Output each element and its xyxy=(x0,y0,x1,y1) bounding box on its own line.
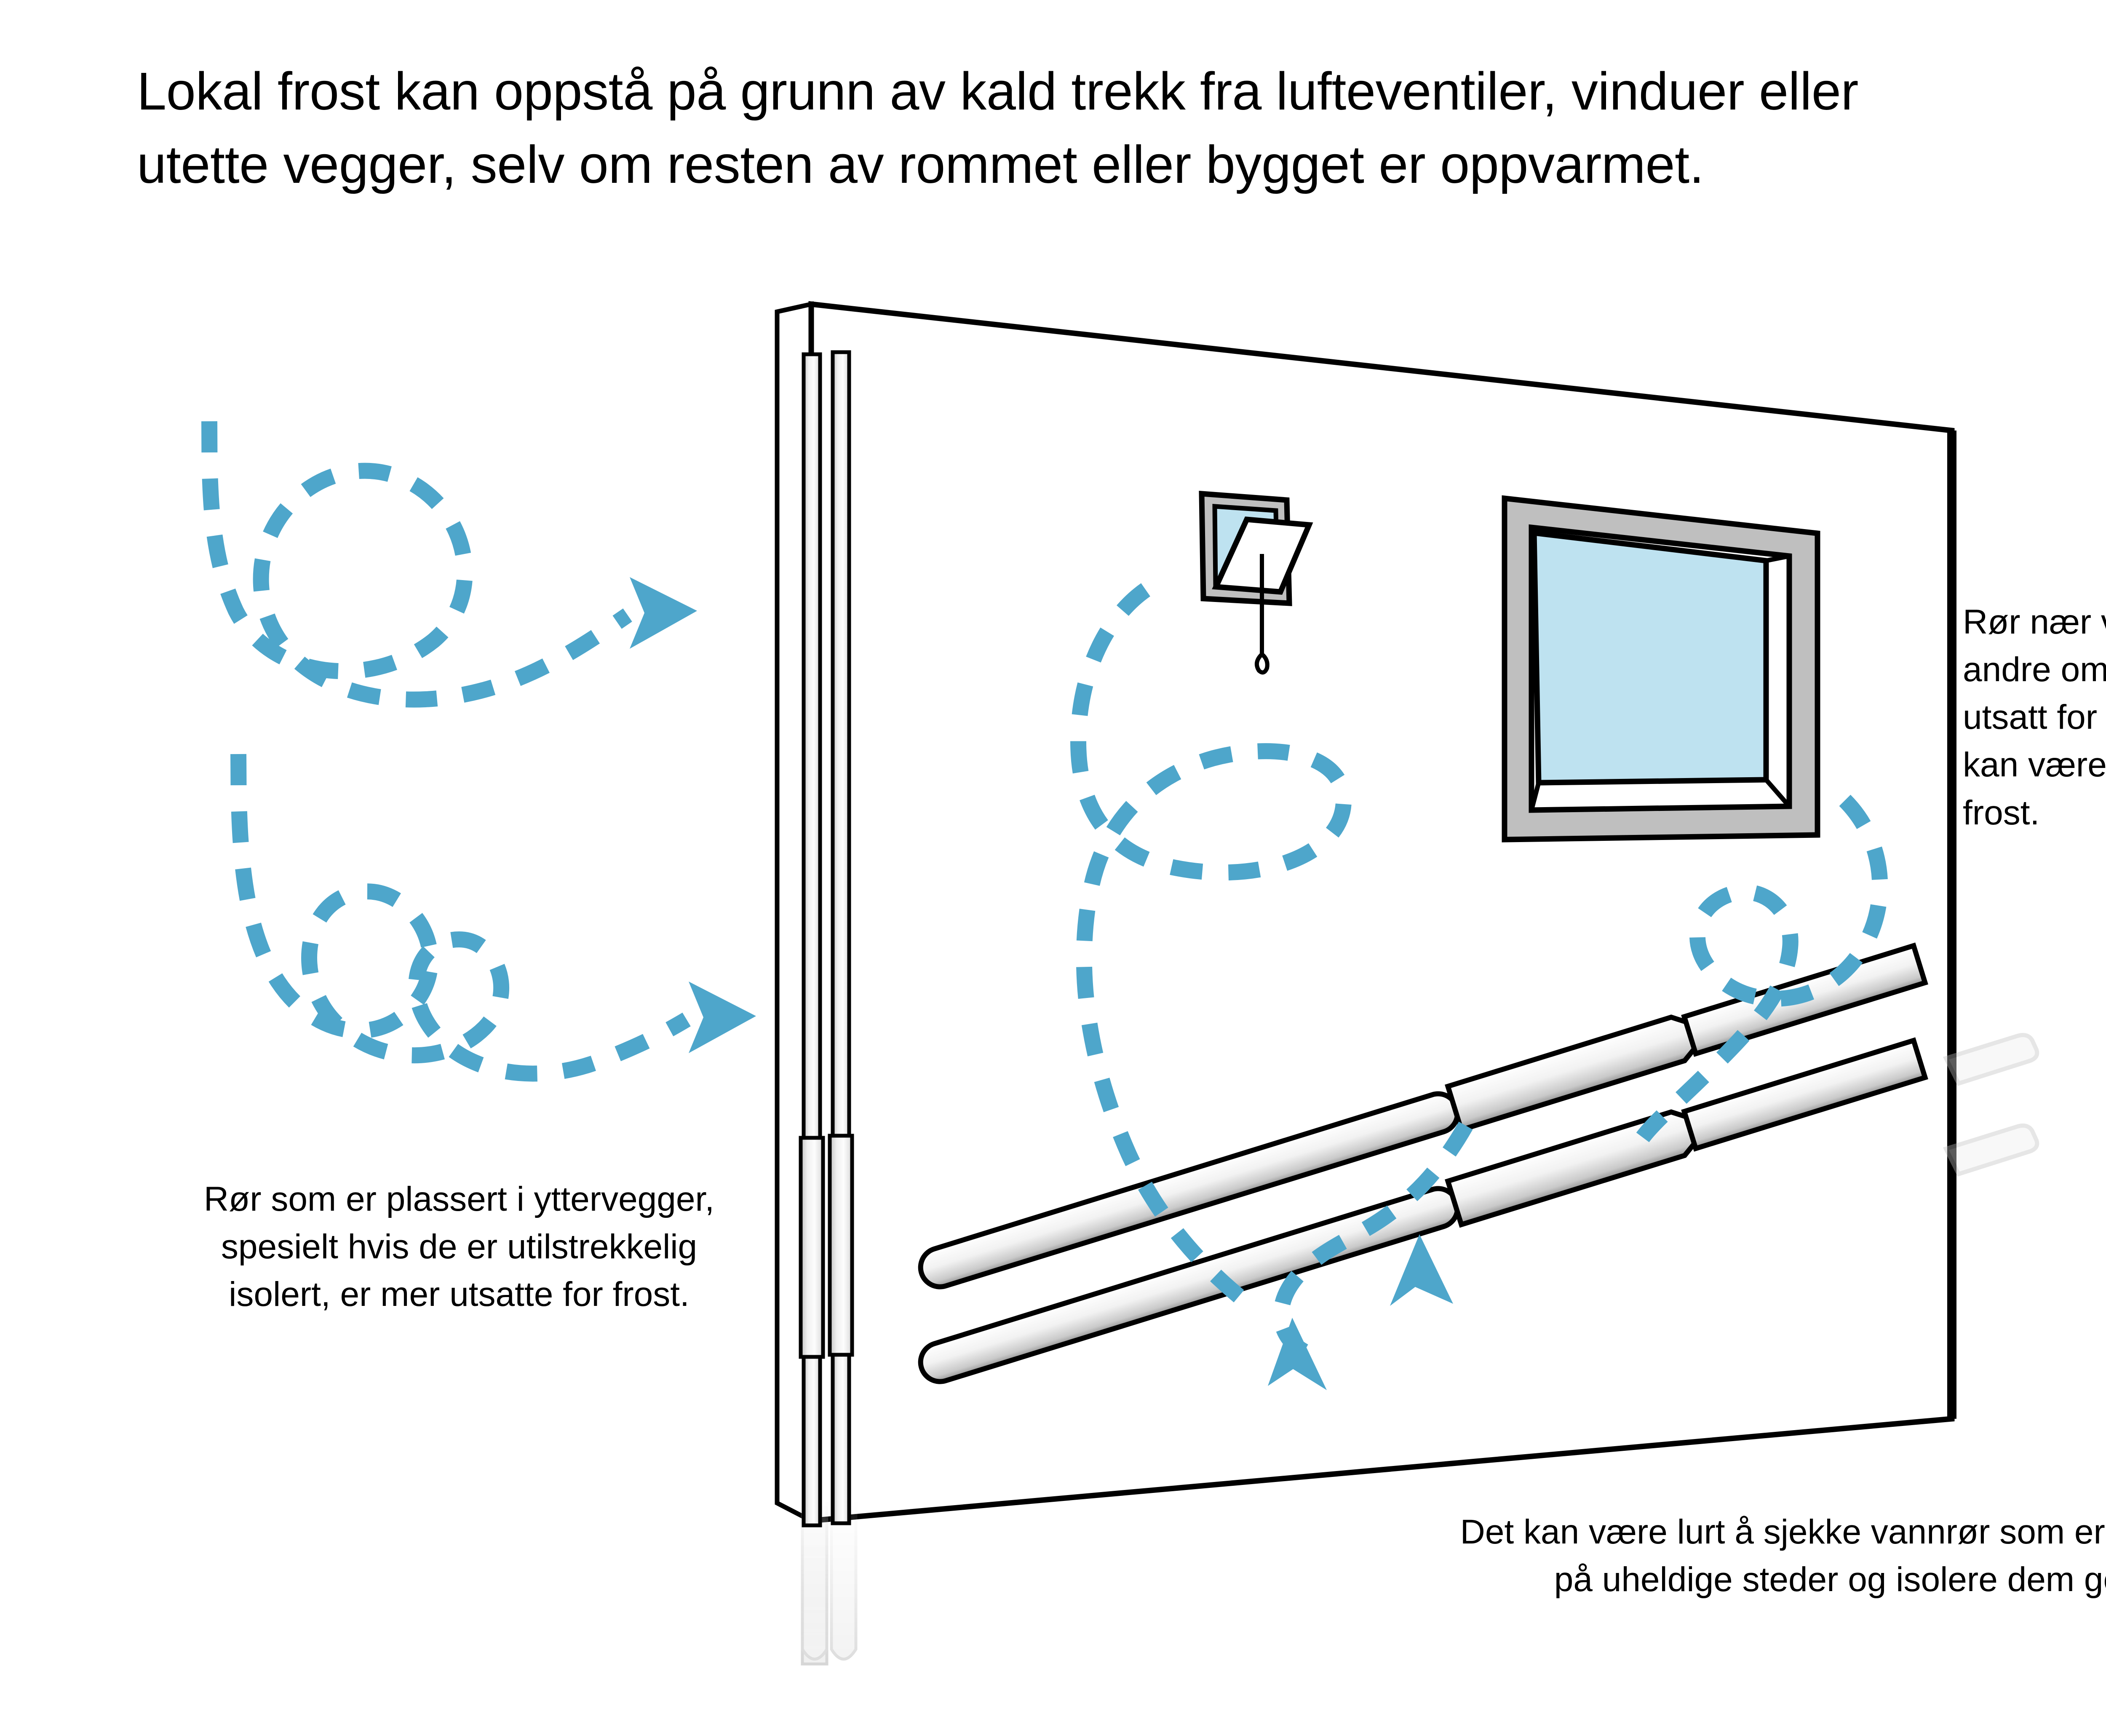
vertical-pipe-1-upper xyxy=(802,352,822,1140)
diagonal-pipe-2-right xyxy=(1681,1037,1928,1152)
window-bevel-crease-bl xyxy=(1529,782,1541,811)
vertical-pipe-1 xyxy=(799,352,829,1666)
vertical-pipe-2-coupling xyxy=(828,1134,854,1357)
diagonal-pipe-group xyxy=(918,942,2039,1384)
window-glass xyxy=(1531,530,1769,786)
diagonal-pipe-1 xyxy=(918,942,1928,1289)
arrowhead-pipes-down xyxy=(1268,1318,1327,1390)
annotation-right: Rør nær vinduer eller andre områder som … xyxy=(1963,603,2106,832)
window-bevel-crease-br xyxy=(1764,778,1791,808)
vertical-pipe-1-lower xyxy=(802,1355,822,1527)
window-bevel-crease-tl xyxy=(1529,526,1536,534)
diagonal-pipe-2 xyxy=(918,1037,1928,1384)
vertical-pipe-2-lower xyxy=(831,1353,851,1525)
window-bevel-crease-tr xyxy=(1765,554,1790,563)
arrowhead-center-down xyxy=(1390,1234,1453,1306)
vertical-pipe-2-upper xyxy=(831,350,851,1138)
annotation-left: Rør som er plassert i yttervegger, spesi… xyxy=(203,1180,715,1314)
window xyxy=(1502,495,1820,843)
vertical-pipe-2 xyxy=(828,350,858,1661)
vent-cord-loop-icon xyxy=(1254,651,1269,675)
airflow-group xyxy=(201,421,1888,1362)
airflow-path-right xyxy=(1636,794,1888,1142)
airflow-path-pipes xyxy=(1273,1121,1473,1362)
vertical-pipe-1-coupling xyxy=(799,1136,825,1359)
airflow-path-top-left xyxy=(201,421,632,708)
arrowhead-left-lower xyxy=(689,982,756,1053)
airflow-arrowheads xyxy=(630,577,1453,1390)
page-title: Lokal frost kan oppstå på grunn av kald … xyxy=(137,62,1859,194)
annotation-bottom: Det kan være lurt å sjekke vannrør som e… xyxy=(1460,1513,2106,1599)
diagonal-pipe-2-tail xyxy=(1943,1123,2039,1177)
diagonal-pipe-1-tail xyxy=(1943,1033,2039,1086)
air-vent xyxy=(1199,490,1313,675)
arrowhead-top-left xyxy=(630,577,697,649)
vertical-pipe-group xyxy=(799,350,858,1666)
airflow-path-left-lower xyxy=(230,754,691,1082)
